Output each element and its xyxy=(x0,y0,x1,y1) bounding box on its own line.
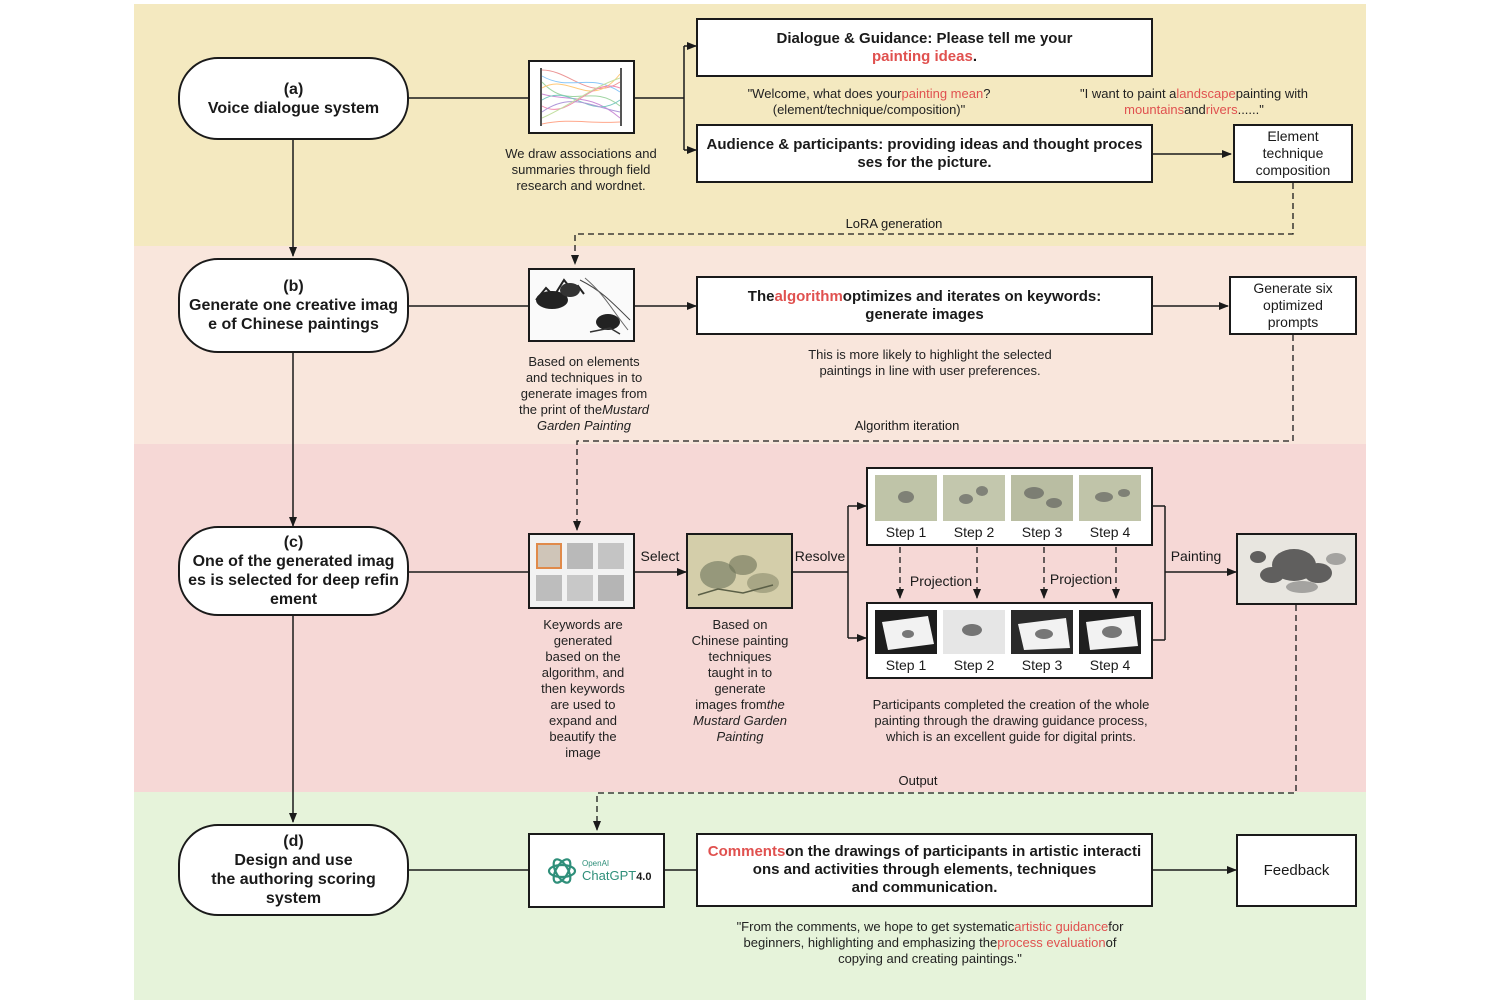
output-label: Output xyxy=(898,773,938,788)
final-painting-image xyxy=(1238,535,1355,603)
element-technique-box: Element technique composition xyxy=(1233,124,1353,183)
row-d-pill: (d) Design and use the authoring scoring… xyxy=(178,824,409,916)
dialogue-guidance-box: Dialogue & Guidance: Please tell me your… xyxy=(696,18,1153,77)
step-caption: Step 3 xyxy=(1021,524,1063,540)
step-3-image xyxy=(1011,475,1073,521)
ink-painting-image xyxy=(530,270,633,340)
step-2-image xyxy=(943,475,1005,521)
participant-paper-shapes xyxy=(882,616,1138,650)
row-c-pill: (c) One of the generated imag es is sele… xyxy=(178,526,409,616)
step-caption: Step 2 xyxy=(953,524,995,540)
generated-grid-thumbnail xyxy=(528,533,635,609)
grid-tile xyxy=(536,575,562,601)
step-caption: Step 4 xyxy=(1089,657,1131,673)
grid-tile-selected xyxy=(536,543,562,569)
grid-tile xyxy=(567,543,593,569)
user-preference-note: This is more likely to highlight the sel… xyxy=(808,347,1052,378)
row-b-pill: (b) Generate one creative imag e of Chin… xyxy=(178,258,409,353)
row-a-pill: (a) Voice dialogue system xyxy=(178,57,409,140)
selected-painting-thumbnail xyxy=(686,533,793,609)
projection-label-right: Projection xyxy=(1049,571,1113,587)
step-caption: Step 3 xyxy=(1021,657,1063,673)
feedback-box: Feedback xyxy=(1236,834,1357,907)
chatgpt-wordmark: ChatGPT4.0 xyxy=(582,868,652,883)
select-label: Select xyxy=(640,548,680,564)
algorithm-box: Thealgorithmoptimizes and iterates on ke… xyxy=(696,276,1153,335)
audience-participants-box: Audience & participants: providing ideas… xyxy=(696,124,1153,183)
comments-quote: "From the comments, we hope to get syste… xyxy=(736,919,1124,966)
row-b-label: (b) xyxy=(283,278,304,295)
welcome-quote: "Welcome, what does yourpainting mean? (… xyxy=(747,86,991,117)
step-caption: Step 1 xyxy=(885,524,927,540)
row-d-label: (d) xyxy=(283,833,304,850)
association-lines-image xyxy=(540,68,622,126)
final-painting-thumbnail xyxy=(1236,533,1357,605)
chinese-technique-caption: Based on Chinese painting techniques tau… xyxy=(691,617,789,744)
wordnet-caption: We draw associations and summaries throu… xyxy=(505,146,657,193)
landscape-quote: "I want to paint alandscapepainting with… xyxy=(1080,86,1308,117)
step-caption: Step 4 xyxy=(1089,524,1131,540)
mustard-garden-caption: Based on elements and techniques in to g… xyxy=(518,354,650,433)
step-caption: Step 2 xyxy=(953,657,995,673)
projection-label-left: Projection xyxy=(909,573,973,589)
painting-label: Painting xyxy=(1170,548,1222,564)
step-caption: Step 1 xyxy=(885,657,927,673)
selected-painting-image xyxy=(688,535,791,607)
row-a-title: Voice dialogue system xyxy=(207,99,380,117)
ink-landscape-thumbnail xyxy=(528,268,635,342)
section-c-band xyxy=(134,444,1366,792)
chatgpt-logo-box: OpenAI ChatGPT4.0 xyxy=(528,833,665,908)
step-ink-marks xyxy=(898,486,1130,508)
six-prompts-box: Generate six optimized prompts xyxy=(1229,276,1357,335)
participants-completed-note: Participants completed the creation of t… xyxy=(872,697,1150,744)
grid-tile xyxy=(567,575,593,601)
openai-knot-icon xyxy=(547,858,577,884)
row-c-label: (c) xyxy=(283,534,304,551)
keywords-caption: Keywords are generated based on the algo… xyxy=(541,617,625,760)
grid-tile xyxy=(598,575,624,601)
association-chart-thumbnail xyxy=(528,60,635,134)
row-a-label: (a) xyxy=(283,80,304,98)
openai-wordmark: OpenAI xyxy=(582,859,610,868)
algorithm-iteration-label: Algorithm iteration xyxy=(854,418,960,433)
resolve-label: Resolve xyxy=(794,548,846,564)
lora-generation-label: LoRA generation xyxy=(845,216,943,231)
painting-steps-box: Step 1 Step 2 Step 3 Step 4 xyxy=(866,467,1153,546)
comments-box: Commentson the drawings of participants … xyxy=(696,833,1153,907)
participant-steps-box: Step 1 Step 2 Step 3 Step 4 xyxy=(866,602,1153,679)
grid-tile xyxy=(598,543,624,569)
